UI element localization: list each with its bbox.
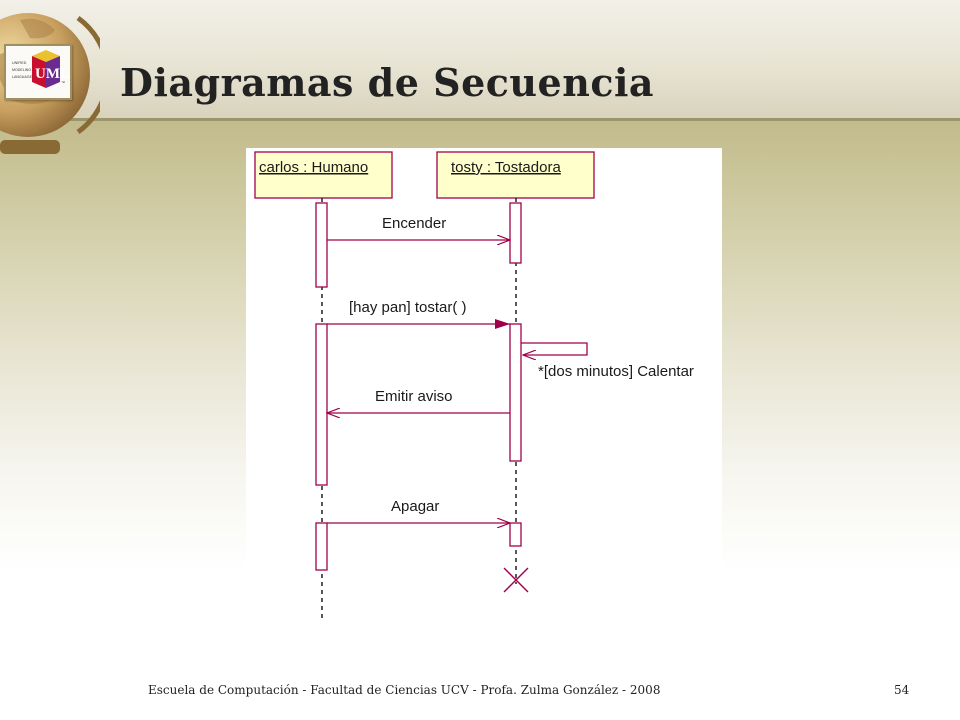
page-number: 54 bbox=[894, 683, 910, 697]
message-label: Encender bbox=[382, 215, 446, 232]
logo-text-line: UNIFIED bbox=[12, 61, 27, 65]
message-label: *[dos minutos] Calentar bbox=[538, 363, 694, 380]
header-band bbox=[0, 0, 960, 118]
message-label: [hay pan] tostar( ) bbox=[349, 299, 467, 316]
activation-bar bbox=[509, 522, 522, 547]
logo-text-line: MODELING bbox=[12, 68, 31, 72]
message-apagar: Apagar bbox=[327, 498, 510, 523]
message-emitir-aviso: Emitir aviso bbox=[327, 388, 510, 413]
destruction-marker bbox=[503, 567, 529, 593]
uml-logo: UNIFIED MODELING LANGUAGE UML ™ bbox=[4, 44, 72, 100]
message-calentar: *[dos minutos] Calentar bbox=[521, 342, 694, 380]
logo-text-line: LANGUAGE bbox=[12, 75, 33, 79]
object-label: tosty : Tostadora bbox=[451, 159, 561, 176]
activation-bar bbox=[315, 323, 328, 486]
object-tosty: tosty : Tostadora bbox=[436, 151, 595, 199]
uml-logo-icon: UNIFIED MODELING LANGUAGE UML ™ bbox=[12, 50, 70, 88]
object-label: carlos : Humano bbox=[259, 159, 368, 176]
activation-bar bbox=[509, 202, 522, 264]
object-carlos: carlos : Humano bbox=[254, 151, 393, 199]
activation-bar bbox=[315, 202, 328, 288]
message-label: Apagar bbox=[391, 498, 439, 515]
page-title: Diagramas de Secuencia bbox=[120, 60, 655, 105]
activation-bar bbox=[315, 522, 328, 571]
message-encender: Encender bbox=[327, 215, 510, 240]
slide-footer: Escuela de Computación - Facultad de Cie… bbox=[148, 683, 661, 697]
message-label: Emitir aviso bbox=[375, 388, 453, 405]
sequence-diagram-canvas: carlos : Humano tosty : Tostadora Encend… bbox=[254, 151, 694, 618]
logo-tm: ™ bbox=[61, 80, 65, 85]
activation-bar bbox=[509, 323, 522, 462]
logo-mark: UML bbox=[35, 66, 70, 82]
header-divider bbox=[0, 118, 960, 121]
sequence-diagram: carlos : Humano tosty : Tostadora Encend… bbox=[246, 148, 722, 618]
message-tostar: [hay pan] tostar( ) bbox=[327, 299, 510, 329]
